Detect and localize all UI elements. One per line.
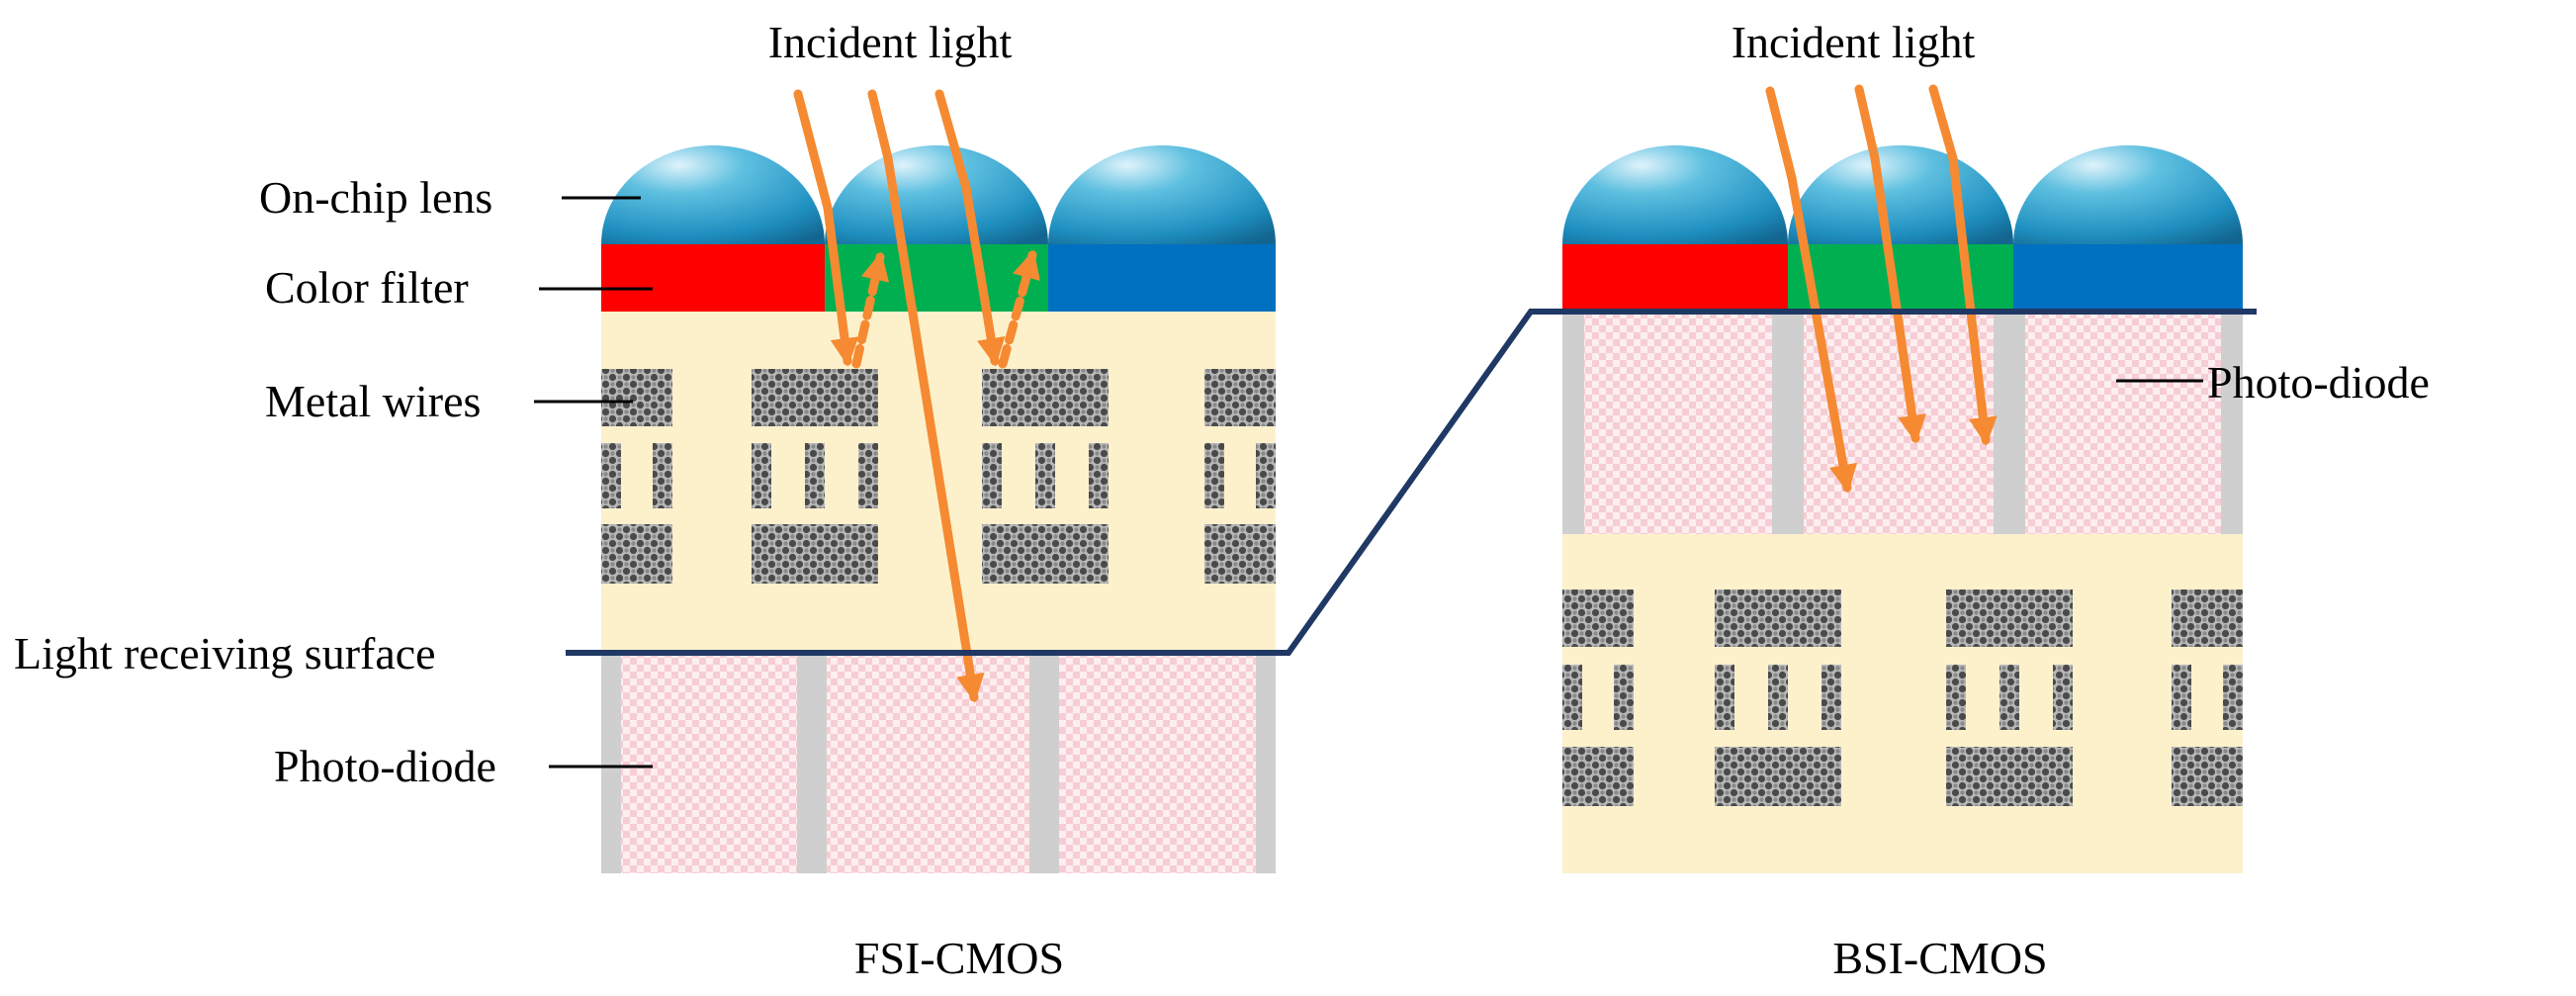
bsi-separator xyxy=(1994,312,2025,534)
bsi-on-chip-lens xyxy=(1562,145,1788,244)
fsi-light-ray xyxy=(934,89,1006,367)
light-receiving-surface-line xyxy=(566,309,2257,656)
on-chip-lens-label: On-chip lens xyxy=(259,172,492,223)
fsi-caption: FSI-CMOS xyxy=(854,933,1064,983)
bsi-on-chip-lens xyxy=(1788,145,2013,244)
bsi-incident-light-label: Incident light xyxy=(1732,17,1976,67)
bsi-color-filter-green xyxy=(1788,244,2013,312)
fsi-light-ray xyxy=(867,89,985,703)
color-filter-label: Color filter xyxy=(265,262,469,313)
bsi-color-filter-blue xyxy=(2013,244,2243,312)
fsi-separator xyxy=(1029,653,1059,873)
fsi-color-filter-blue xyxy=(1048,244,1276,312)
bsi-light-ray xyxy=(1765,86,1858,494)
fsi-color-filter-red xyxy=(601,244,825,312)
fsi-light-ray xyxy=(793,89,859,367)
light-receiving-surface-label: Light receiving surface xyxy=(14,628,436,679)
bsi-structure xyxy=(1562,84,2243,873)
fsi-separator xyxy=(601,653,621,873)
fsi-reflected-ray xyxy=(851,251,890,369)
bsi-light-ray xyxy=(1854,84,1926,444)
fsi-separator xyxy=(1256,653,1276,873)
fsi-light-arrows xyxy=(793,89,1040,703)
fsi-photodiode-layer xyxy=(601,653,1276,873)
fsi-metal-wires xyxy=(601,369,1276,584)
metal-wires-label: Metal wires xyxy=(265,376,481,426)
leader-lines xyxy=(534,196,2203,769)
bsi-wiring-layer xyxy=(1562,534,2243,873)
fsi-on-chip-lens xyxy=(825,145,1048,244)
fsi-reflected-ray xyxy=(998,249,1040,369)
bsi-separator xyxy=(1772,312,1804,534)
bsi-caption: BSI-CMOS xyxy=(1832,933,2047,983)
bsi-separator xyxy=(1562,312,1584,534)
bsi-separator xyxy=(2221,312,2243,534)
fsi-separator xyxy=(797,653,827,873)
bsi-light-ray xyxy=(1928,84,1998,446)
fsi-color-filter-green xyxy=(825,244,1048,312)
fsi-on-chip-lens xyxy=(1048,145,1276,244)
bsi-photo-diode-label: Photo-diode xyxy=(2207,357,2430,407)
bsi-on-chip-lens xyxy=(2013,145,2243,244)
bsi-light-arrows xyxy=(1765,84,1998,494)
fsi-on-chip-lens xyxy=(601,145,825,244)
bsi-color-filter-red xyxy=(1562,244,1788,312)
fsi-photo-diode-label: Photo-diode xyxy=(274,741,496,791)
fsi-structure xyxy=(601,89,1276,873)
bsi-metal-wires xyxy=(1562,589,2243,806)
fsi-incident-light-label: Incident light xyxy=(768,17,1013,67)
